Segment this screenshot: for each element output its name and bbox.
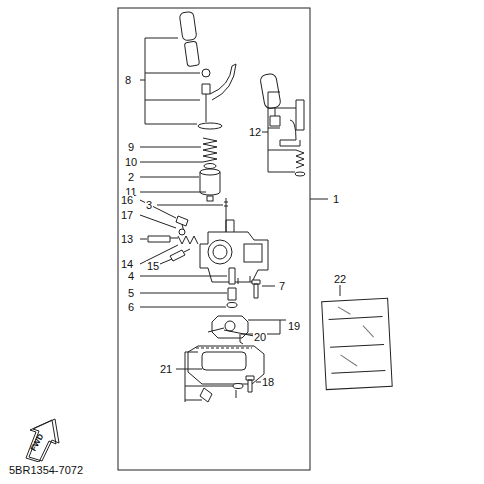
clip	[204, 164, 216, 169]
callout-number: 22	[333, 274, 347, 285]
washer	[198, 123, 222, 129]
callout-number: 19	[287, 321, 301, 332]
callout-number: 7	[278, 281, 286, 292]
spring	[203, 138, 217, 162]
callout-number: 10	[124, 157, 138, 168]
callout-number: 13	[120, 234, 134, 245]
callout-number: 4	[127, 271, 135, 282]
washer	[227, 303, 237, 308]
screw	[246, 376, 254, 392]
throttle-valve	[200, 169, 220, 195]
jet	[228, 268, 236, 300]
screw	[252, 280, 260, 298]
callout-number: 12	[248, 127, 262, 138]
pilot-screw	[170, 249, 190, 261]
callout-number: 17	[120, 210, 134, 221]
throttle-cable-assembly	[260, 73, 305, 176]
float	[212, 316, 248, 338]
callout-number: 20	[253, 332, 267, 343]
callout-number: 18	[261, 377, 275, 388]
nut	[202, 69, 210, 77]
cable-adjuster	[202, 64, 236, 122]
drawing-code: 5BR1354-7072	[8, 465, 84, 476]
callout-number: 3	[145, 200, 153, 211]
callout-number: 6	[127, 302, 135, 313]
callout-number: 15	[146, 261, 160, 272]
throttle-stop-screw	[148, 236, 178, 242]
callout-number: 16	[120, 195, 134, 206]
o-ring	[179, 229, 185, 235]
float-chamber	[188, 346, 264, 402]
callout-number: 14	[120, 259, 134, 270]
callout-number: 8	[124, 75, 132, 86]
callout-number: 2	[127, 172, 135, 183]
callout-number: 9	[127, 142, 135, 153]
callout-number: 5	[127, 288, 135, 299]
forward-arrow: FWD	[22, 418, 88, 462]
group-frame	[118, 8, 310, 470]
callout-number: 1	[332, 194, 340, 205]
screw-spring	[178, 236, 198, 244]
gasket-pack	[322, 298, 393, 389]
callout-number: 21	[159, 364, 173, 375]
cable-sleeve	[179, 11, 200, 66]
